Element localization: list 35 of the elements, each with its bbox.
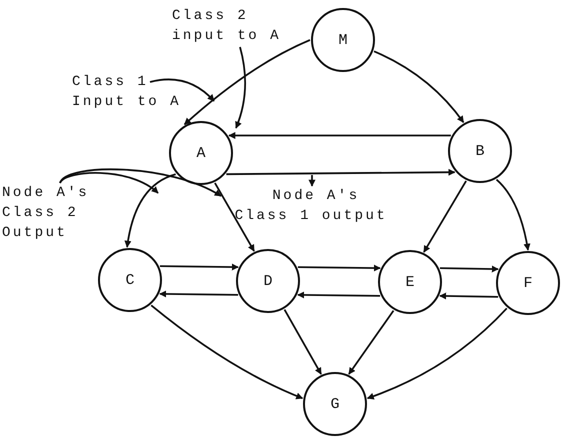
arrow [298, 264, 381, 272]
leader-line [308, 175, 316, 187]
arrow [366, 308, 508, 400]
arrow [150, 304, 304, 400]
arrow [228, 132, 451, 139]
node-circle: G [303, 372, 367, 436]
arrow [440, 266, 499, 272]
arrow [496, 178, 530, 251]
arrow [160, 264, 239, 271]
arrow [348, 310, 394, 375]
node-circle: A [169, 121, 233, 185]
annotation-label: Class 1 Input to A [72, 72, 187, 112]
arrow [124, 173, 176, 248]
node-circle: M [311, 8, 375, 72]
arrow [423, 180, 467, 253]
annotation-label: Node A's Class 2 Output [2, 183, 97, 243]
arrow [439, 292, 498, 300]
node-circle: C [98, 248, 162, 312]
node-circle: E [378, 250, 442, 314]
arrow [374, 50, 464, 123]
leader-line [150, 78, 215, 102]
arrow [214, 182, 255, 252]
annotation-label: Node A's Class 1 output [232, 186, 390, 226]
leader-line [59, 172, 159, 194]
node-circle: B [448, 119, 512, 183]
arrow [184, 39, 310, 126]
arrow [284, 309, 322, 375]
arrow [226, 168, 456, 176]
leader-line [235, 46, 246, 129]
annotation-label: Class 2 input to A [172, 6, 287, 46]
leader-line [59, 168, 222, 197]
arrow [297, 291, 380, 298]
node-circle: D [236, 249, 300, 313]
arrow [159, 290, 238, 298]
node-circle: F [496, 251, 560, 315]
